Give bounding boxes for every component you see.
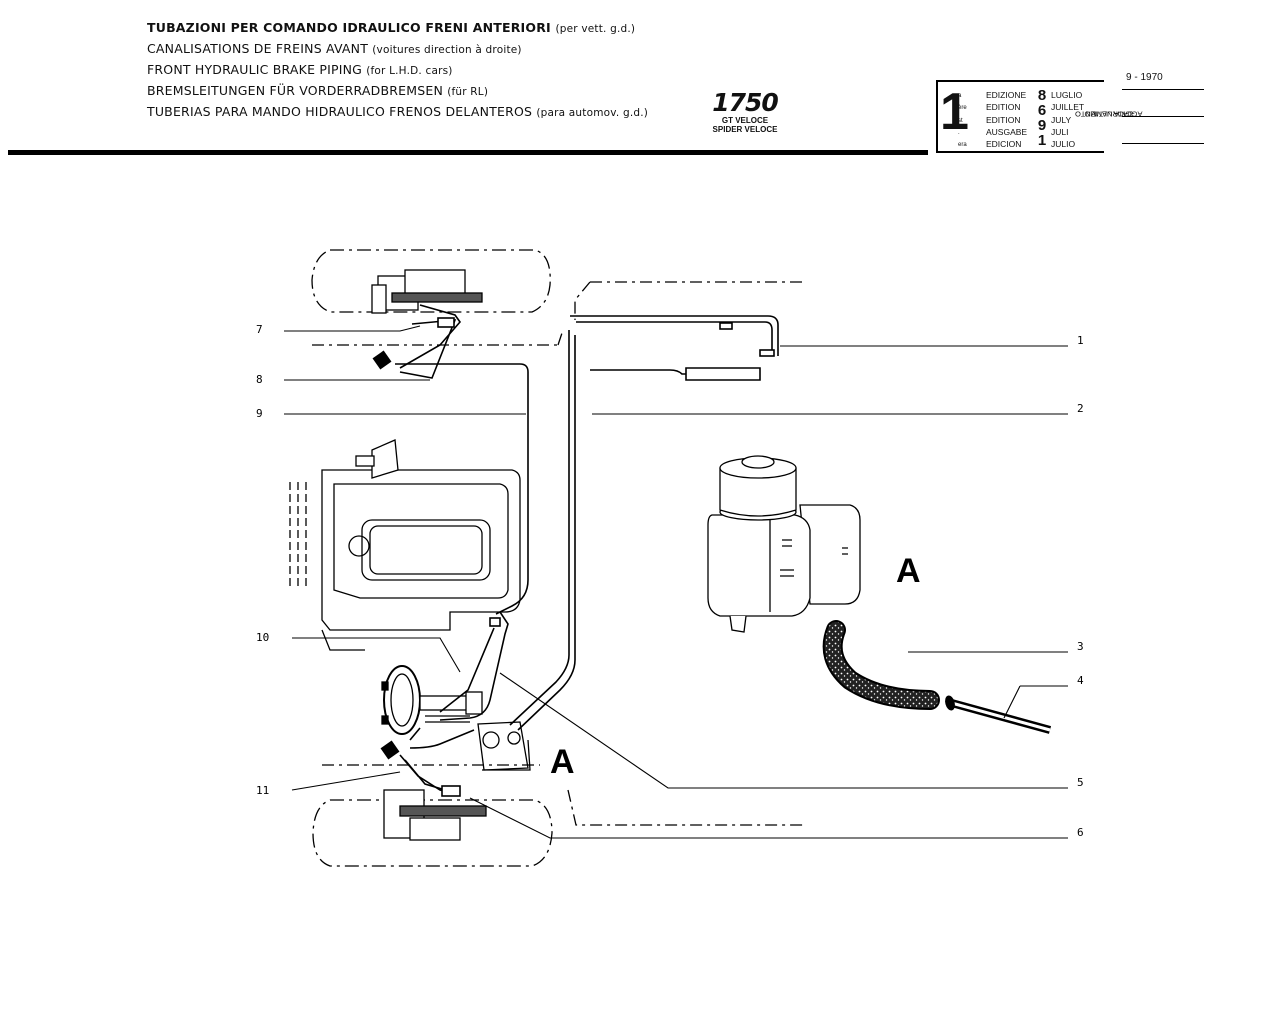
callout-5: 5 [1077,776,1084,789]
upper-wheel-outline [311,249,551,313]
header-rule [8,150,928,155]
model-badge: 1750 GT VELOCE SPIDER VELOCE [700,88,790,135]
callout-11: 11 [256,784,269,797]
edition-number: 1 [940,83,969,141]
callout-8: 8 [256,373,263,386]
detail-label-reservoir: A [896,552,921,590]
brake-servo [381,665,483,735]
callout-3: 3 [1077,640,1084,653]
callout-1: 1 [1077,334,1084,347]
callout-4: 4 [1077,674,1084,687]
title-spanish: TUBERIAS PARA MANDO HIDRAULICO FRENOS DE… [147,104,649,119]
update-line [1122,89,1204,90]
callout-10: 10 [256,631,269,644]
title-english: FRONT HYDRAULIC BRAKE PIPING (for L.H.D.… [147,62,453,77]
update-line [1122,143,1204,144]
model-variant-gt: GT VELOCE [721,116,769,125]
callout-7: 7 [256,323,263,336]
model-variant-spider: SPIDER VELOCE [712,125,778,134]
callout-6: 6 [1077,826,1084,839]
reference-lines [312,281,805,826]
upper-brake-caliper [371,269,483,314]
title-italian: TUBAZIONI PER COMANDO IDRAULICO FRENI AN… [147,20,636,35]
lower-brake-caliper [383,789,487,841]
pressure-distributor [477,721,531,771]
fluid-reservoir [707,455,861,633]
brake-pipes [372,304,779,797]
update-line [1122,116,1204,117]
engine-block [289,439,521,651]
leader-lines [284,325,1068,839]
title-french: CANALISATIONS DE FREINS AVANT (voitures … [147,41,522,56]
detail-label-location: A [550,743,575,781]
model-number: 1750 [712,88,779,117]
lower-wheel-outline [312,799,553,867]
callout-2: 2 [1077,402,1084,415]
title-german: BREMSLEITUNGEN FÜR VORDERRADBREMSEN (für… [147,83,489,98]
callout-9: 9 [256,407,263,420]
title-block: TUBAZIONI PER COMANDO IDRAULICO FRENI AN… [147,18,648,123]
update-date: 9 - 1970 [1126,72,1163,83]
reservoir-hose-texture [824,622,938,708]
